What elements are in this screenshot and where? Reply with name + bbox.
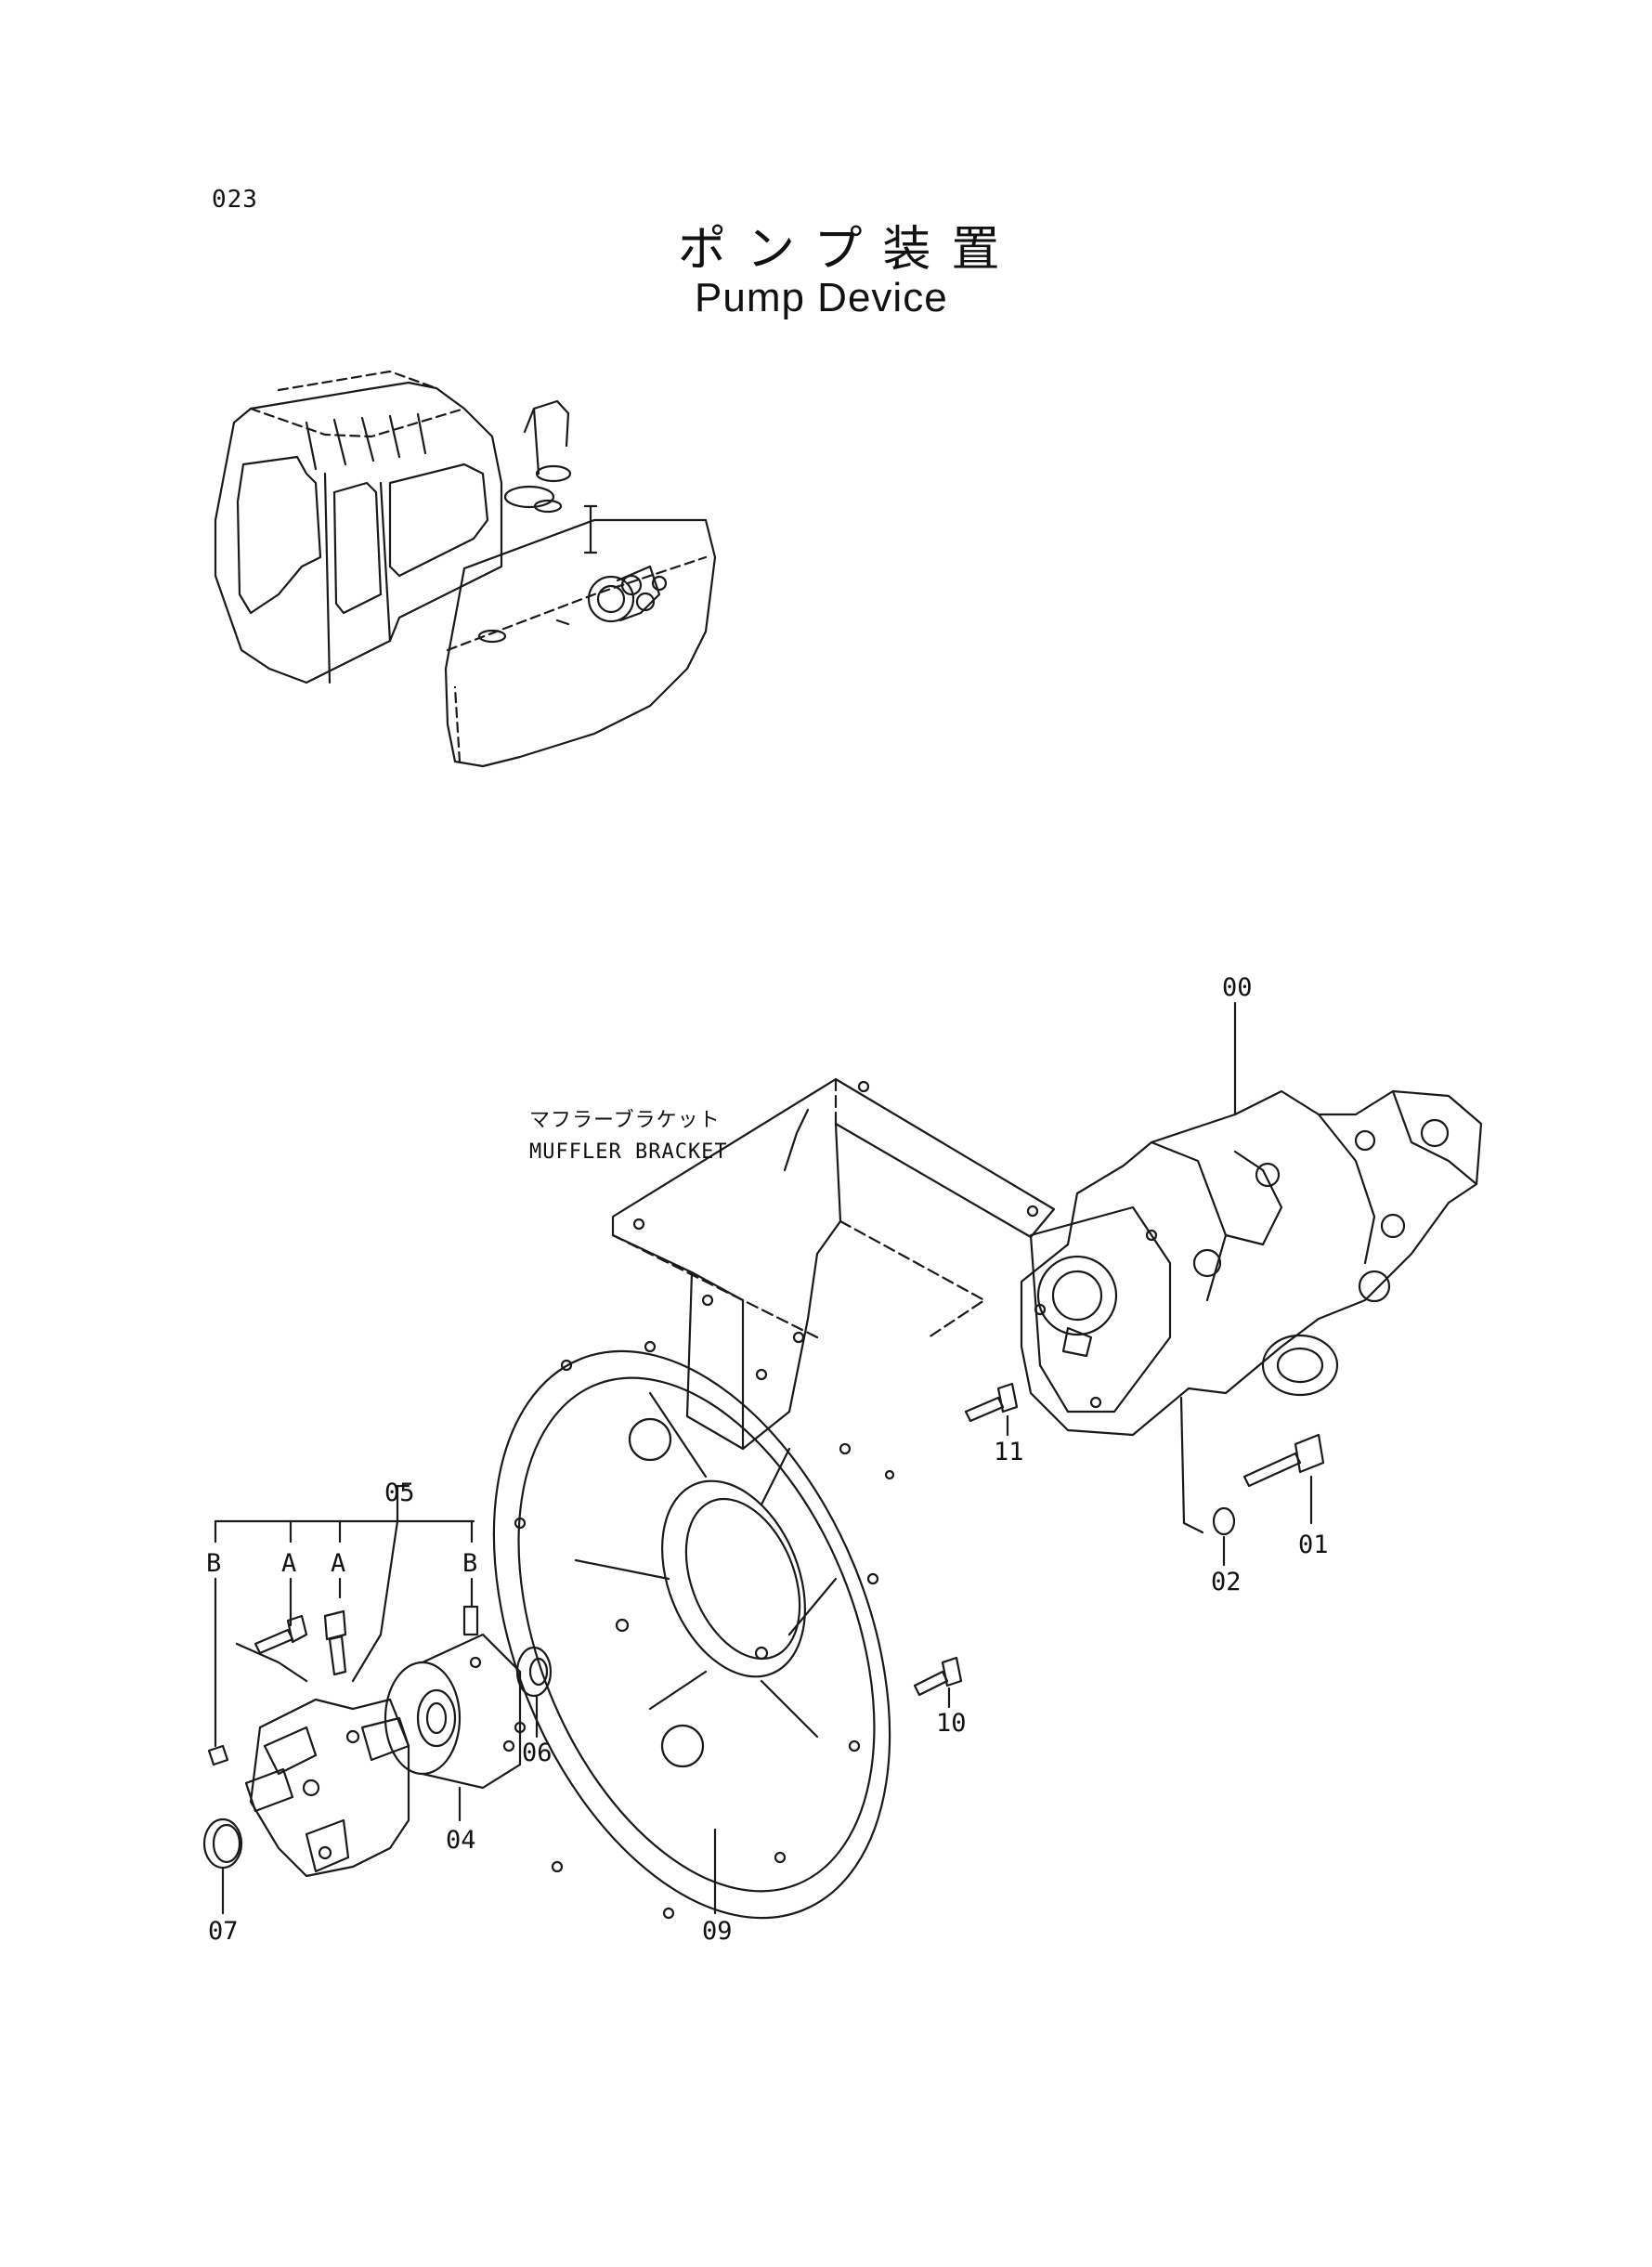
washer-06: [515, 1646, 553, 1698]
part-label-00: 00: [1222, 973, 1253, 1002]
sub-assembly-bracket: [214, 1519, 475, 1544]
page-number: 023: [212, 186, 258, 214]
coupling-bolt-a-left: [254, 1614, 308, 1655]
hydraulic-pump: [1020, 1089, 1483, 1437]
coupling-bolt-a-right: [323, 1609, 347, 1676]
sub-label-b-left: B: [206, 1549, 222, 1578]
sub-label-b-right: B: [462, 1549, 478, 1578]
part-label-05: 05: [384, 1479, 415, 1507]
flywheel-housing: [492, 1340, 891, 1920]
hub-04: [384, 1633, 522, 1790]
coupling-pin-b-left: [207, 1744, 229, 1766]
part-label-06: 06: [522, 1739, 553, 1767]
page-title-japanese: ポンプ装置: [678, 222, 1021, 278]
muffler-bracket-leader: [783, 1108, 810, 1172]
coupling-05: [244, 1698, 410, 1878]
part-label-09: 09: [702, 1917, 733, 1946]
part-label-07: 07: [208, 1917, 239, 1946]
oring-leader: [1179, 1396, 1204, 1534]
oring-02: [1212, 1506, 1236, 1536]
excavator-overview-illustration: [214, 370, 717, 768]
muffler-bracket-label-japanese: マフラーブラケット: [529, 1109, 721, 1132]
part-label-10: 10: [936, 1709, 967, 1738]
part-label-02: 02: [1211, 1568, 1242, 1596]
page-title-english: Pump Device: [695, 275, 948, 320]
muffler-bracket-label-english: MUFFLER BRACKET: [529, 1140, 728, 1164]
part-label-04: 04: [446, 1826, 476, 1855]
part-label-11: 11: [994, 1438, 1024, 1466]
bolt-01: [1242, 1433, 1325, 1488]
plug-07: [202, 1818, 243, 1870]
coupling-pin-b-right: [462, 1605, 479, 1636]
bolt-10: [913, 1656, 963, 1697]
bolt-11: [964, 1382, 1019, 1423]
sub-label-a-left: A: [281, 1549, 297, 1578]
coupling-05-leader: [396, 1484, 410, 1523]
muffler-bracket: [611, 1077, 1056, 1480]
coupling-bolt-leader: [235, 1642, 308, 1683]
part-label-01: 01: [1298, 1531, 1329, 1559]
sub-label-a-right: A: [331, 1549, 346, 1578]
coupling-05-leader-2: [351, 1519, 399, 1683]
